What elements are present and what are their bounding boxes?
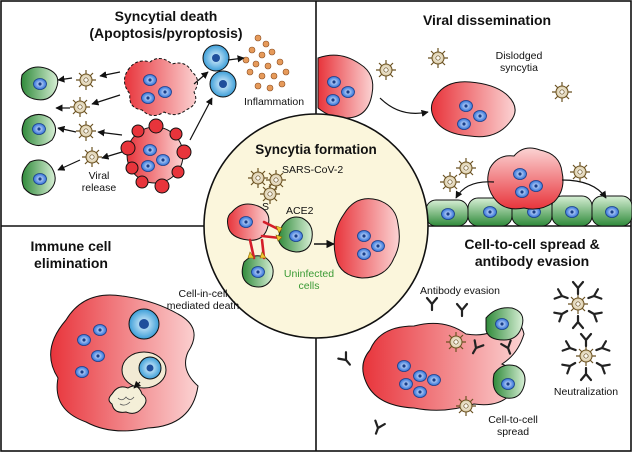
viral-release-label: Viral release (81, 170, 117, 194)
immune-elimination-panel (50, 294, 199, 432)
spike-label: S (262, 201, 270, 213)
syncytial-death-panel (20, 34, 290, 196)
uninfected-cells-label: Uninfected cells (283, 268, 335, 292)
cell-to-cell-panel (337, 280, 611, 437)
neutralization-label: Neutralization (553, 386, 619, 398)
syncytial-death-title: Syncytial death (114, 8, 218, 24)
syncytial-death-subtitle: (Apoptosis/pyroptosis) (89, 25, 243, 41)
antibody-evasion-label: Antibody evasion (420, 285, 500, 297)
viral-dissemination-panel (317, 47, 632, 227)
viral-dissemination-title: Viral dissemination (422, 12, 552, 28)
neutralized-virus-1 (553, 280, 603, 330)
epithelial-syncytium (487, 147, 564, 210)
dead-cell-remnant (108, 385, 147, 414)
cell-to-cell-title: Cell-to-cell spread & antibody evasion (464, 236, 600, 269)
immune-elimination-title: Immune cell elimination (30, 238, 112, 271)
neutralized-virus-2 (561, 332, 611, 382)
cell-in-cell-label: Cell-in-cell mediated death (166, 288, 240, 312)
dislodged-syncytia-label: Dislodged syncytia (495, 50, 543, 74)
inflammation-dots (242, 34, 290, 92)
cell-to-cell-spread-label: Cell-to-cell spread (488, 414, 538, 438)
inflammation-label: Inflammation (243, 96, 305, 108)
syncytia-formation-panel (203, 113, 429, 339)
ace2-label: ACE2 (286, 205, 314, 217)
dislodged-syncytium (430, 81, 516, 138)
apoptotic-syncytium (124, 58, 198, 116)
sars-cov-2-label: SARS-CoV-2 (282, 164, 344, 176)
pyroptotic-syncytium (120, 118, 192, 194)
syncytia-formation-title: Syncytia formation (255, 142, 377, 157)
